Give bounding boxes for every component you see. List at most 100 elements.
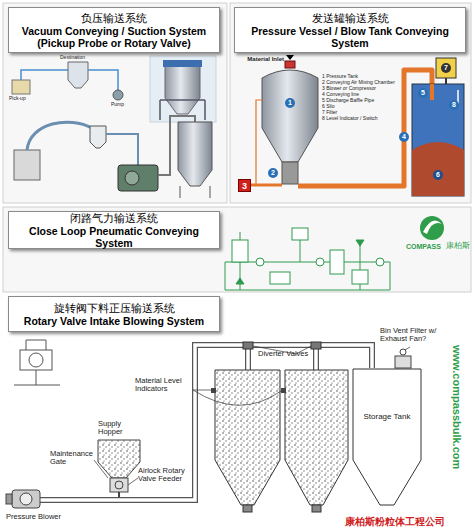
schematic-cooler	[270, 272, 290, 284]
title-chinese: 旋转阀下料正压输送系统	[13, 302, 215, 315]
tank-outlet	[312, 505, 321, 512]
callout-number: 1	[285, 98, 295, 108]
part-label: Diverter Valves	[258, 350, 308, 358]
panel-bg	[230, 3, 471, 203]
blower-wheel	[20, 493, 32, 505]
level-indicator	[211, 388, 216, 393]
key-entry: 3 Blower or Compressor	[322, 86, 376, 92]
filter	[436, 58, 456, 78]
title-english: Vacuum Conveying / Suction System (Picku…	[13, 25, 215, 49]
schematic-cyclone	[330, 250, 344, 274]
blow-tank-illustration	[251, 55, 464, 196]
part-label: Material Level Indicators	[135, 377, 193, 394]
callout-number: 7	[441, 63, 451, 73]
part-label: Supply Hopper	[98, 420, 140, 437]
level-indicator	[281, 388, 286, 393]
key-entry: 5 Discharge Baffle Pipe	[322, 98, 374, 104]
schematic-filter	[292, 228, 308, 240]
small-label: Pump	[111, 102, 124, 108]
silo	[178, 122, 212, 186]
rotary-valve-rotor	[115, 481, 123, 489]
tank-outlet	[243, 505, 252, 512]
tank-outline	[352, 368, 422, 508]
bag-dump-station	[14, 150, 40, 180]
panel-bg	[3, 3, 227, 203]
title-chinese: 发送罐输送系统	[239, 12, 461, 25]
tank	[285, 370, 348, 505]
discharge-baffle-pipe	[430, 84, 434, 100]
title-english: Pressure Vessel / Blow Tank Conveying Sy…	[239, 25, 461, 49]
logo-text: 康柏斯	[446, 242, 470, 250]
logo-circle	[420, 216, 444, 240]
receiver-lid	[163, 60, 202, 67]
title-box: 闭路气力输送系统Close Loop Pneumatic Conveying S…	[8, 211, 220, 249]
schematic-check	[236, 240, 364, 284]
title-box: 旋转阀下料正压输送系统Rotary Valve Intake Blowing S…	[8, 296, 220, 332]
pump-symbol	[113, 90, 123, 100]
tank-shape	[353, 369, 421, 505]
close-loop-schematic	[225, 228, 390, 290]
tank-label: Storage Tank	[352, 412, 422, 422]
title-chinese: 闭路气力输送系统	[13, 212, 215, 225]
valve-sketch-lines	[14, 340, 60, 385]
rotary-valve	[110, 478, 128, 492]
company-name: 康柏斯粉粒体工程公司	[345, 516, 445, 527]
silo-material	[412, 142, 464, 196]
panel-bg	[3, 207, 471, 292]
silo-legs	[180, 186, 210, 198]
photo-bg	[150, 56, 216, 122]
schematic-valve	[376, 258, 384, 266]
blower-machine	[118, 165, 158, 191]
valve-sketch	[20, 350, 52, 370]
title-box: 发送罐输送系统Pressure Vessel / Blow Tank Conve…	[234, 7, 466, 53]
inlet-label: Material Inlet	[238, 56, 284, 63]
key-entry: 2 Conveying Air Mixing Chamber	[322, 80, 395, 86]
title-english: Close Loop Pneumatic Conveying System	[13, 225, 215, 249]
valve-outlet	[118, 492, 120, 497]
pickup-bin	[12, 80, 30, 94]
supply-hopper	[98, 440, 140, 478]
schematic-line	[225, 232, 390, 290]
part-label: Bin Vent Filter w/ Exhaust Fan?	[380, 327, 446, 344]
blower-motor	[6, 494, 12, 504]
mixing-chamber	[282, 162, 298, 184]
schematic-valve	[316, 258, 324, 266]
filter-neck	[445, 78, 447, 84]
vacuum-hose	[27, 122, 92, 150]
vacuum-line	[21, 70, 68, 80]
vacuum-line	[88, 70, 118, 90]
receiver-photo	[165, 66, 200, 114]
schematic-blower	[352, 270, 368, 284]
air-line	[256, 100, 262, 185]
blower-wheel	[125, 171, 139, 185]
bin-vent-filter	[395, 356, 411, 368]
silo	[412, 84, 464, 196]
callout-number: 6	[433, 170, 443, 180]
tank	[215, 370, 280, 505]
callout-number: 5	[418, 88, 428, 98]
key-entry: 4 Conveying line	[322, 92, 359, 98]
website-url: www.compassbulk.com	[451, 345, 463, 469]
vacuum-illustration	[12, 56, 216, 198]
vacuum-line	[106, 134, 138, 165]
diverter-valve	[243, 342, 253, 349]
callout-number: 4	[399, 132, 409, 142]
destination-receiver	[68, 62, 88, 88]
part-label: Maintenance Gate	[50, 450, 96, 467]
callout-number: 2	[268, 168, 278, 178]
logo-swoosh	[423, 220, 442, 234]
valve-rotor	[29, 353, 43, 367]
logo-mark	[420, 216, 444, 240]
callout-number: 3	[238, 179, 251, 192]
title-chinese: 负压输送系统	[13, 12, 215, 25]
key-entry: 1 Pressure Tank	[322, 74, 358, 80]
schematic-vessel	[232, 240, 248, 262]
logo-text: COMPASS	[406, 243, 441, 251]
storage-tank: Storage Tank	[352, 368, 422, 508]
pressure-blower	[12, 490, 40, 508]
diverter-valve	[311, 342, 321, 349]
blowing-system-illustration	[6, 340, 411, 512]
callout-number: 8	[449, 100, 459, 110]
small-label: Pick-up	[9, 96, 26, 102]
